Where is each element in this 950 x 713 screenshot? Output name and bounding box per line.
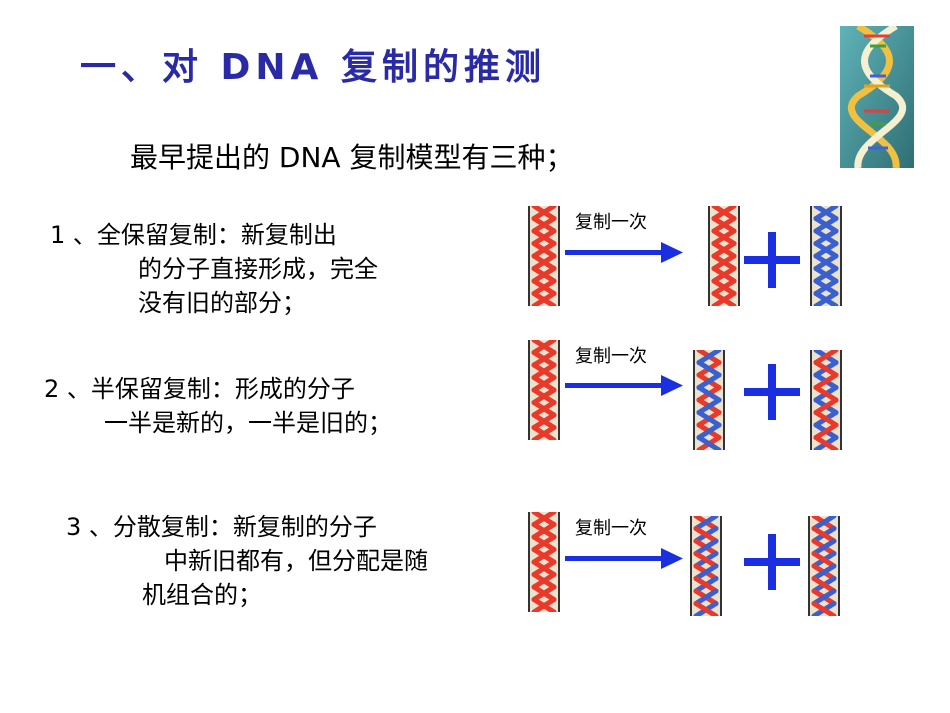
plus-icon [744,534,800,590]
right-arrow-icon [565,242,683,263]
model-conservative-text: 1 、全保留复制：新复制出 的分子直接形成，完全 没有旧的部分； [50,218,378,320]
model-dispersive-text: 3 、分散复制：新复制的分子 中新旧都有，但分配是随 机组合的； [66,510,428,612]
arrow-label: 复制一次 [575,346,647,367]
dna-double-helix-icon [808,516,840,616]
right-arrow-icon [565,375,683,396]
dna-double-helix-icon [810,206,842,306]
page-title: 一、对 DNA 复制的推测 [80,47,546,88]
text-line: 机组合的； [142,581,262,609]
text-line: 1 、全保留复制：新复制出 [50,221,337,249]
dna-double-helix-icon [528,206,560,306]
dna-double-helix-icon [708,206,740,306]
text-line: 的分子直接形成，完全 [138,255,378,283]
arrow-label: 复制一次 [575,212,647,233]
plus-icon [744,232,800,288]
arrow-label: 复制一次 [575,518,647,539]
dna-double-helix-icon [528,512,560,612]
text-line: 一半是新的，一半是旧的； [104,409,392,437]
text-line: 2 、半保留复制：形成的分子 [44,375,355,403]
right-arrow-icon [565,548,683,569]
dna-double-helix-icon [693,350,725,450]
plus-icon [744,364,800,420]
subtitle: 最早提出的 DNA 复制模型有三种； [130,141,574,174]
text-line: 中新旧都有，但分配是随 [164,547,428,575]
dna-double-helix-icon [528,340,560,440]
text-line: 3 、分散复制：新复制的分子 [66,513,377,541]
dna-helix-photo-icon [840,26,914,168]
dna-double-helix-icon [810,350,842,450]
dna-double-helix-icon [690,516,722,616]
model-semiconservative-text: 2 、半保留复制：形成的分子 一半是新的，一半是旧的； [44,372,392,440]
text-line: 没有旧的部分； [138,289,306,317]
